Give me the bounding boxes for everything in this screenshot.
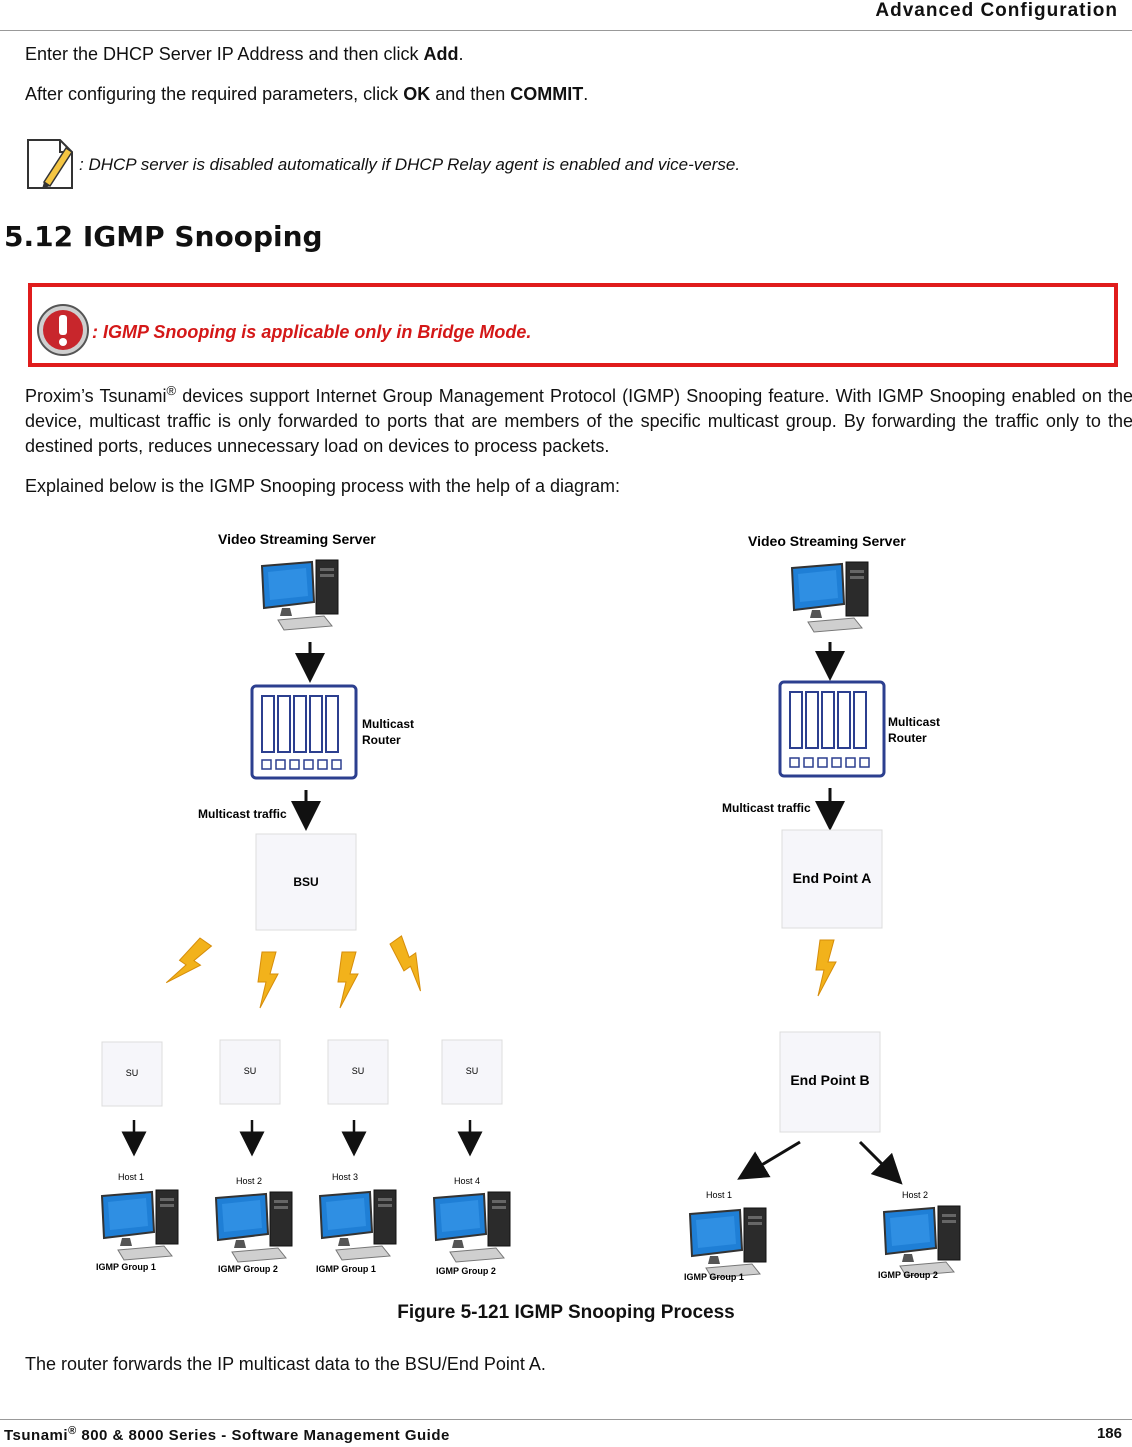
left-su-box-4: SU (441, 1039, 503, 1105)
left-su-label-2: SU (244, 1066, 257, 1076)
left-bolt-icon-4 (386, 934, 436, 993)
left-su-label-3: SU (352, 1066, 365, 1076)
left-su-box-2: SU (219, 1039, 281, 1105)
left-host-computer-icon-1 (101, 1189, 179, 1261)
p2-suffix: . (583, 84, 589, 104)
warning-text: : IGMP Snooping is applicable only in Br… (92, 322, 532, 342)
note-pencil-icon (26, 138, 76, 190)
left-server-computer-icon (261, 559, 339, 631)
footer-guide-name: 800 & 8000 Series - Software Management … (76, 1427, 450, 1444)
footer-brand: Tsunami (4, 1427, 69, 1444)
right-host-name-2: Host 2 (902, 1190, 928, 1200)
left-bsu-box (255, 833, 357, 931)
left-su-label-4: SU (466, 1066, 479, 1076)
left-server-label: Video Streaming Server (218, 531, 376, 547)
left-host-group-1: IGMP Group 1 (96, 1262, 156, 1272)
right-arrow-endpoint-host1 (737, 1140, 801, 1180)
left-host-name-1: Host 1 (118, 1172, 144, 1182)
page-number: 186 (1096, 1425, 1122, 1442)
right-arrow-endpoint-host2 (858, 1140, 903, 1185)
footer-divider (0, 1419, 1132, 1420)
footer-document-title: Tsunami® 800 & 8000 Series - Software Ma… (4, 1425, 450, 1444)
left-su-label-1: SU (126, 1068, 139, 1078)
left-host-computer-icon-3 (319, 1189, 397, 1261)
header-title: Advanced Configuration (875, 0, 1118, 21)
right-router-label-1: Multicast (888, 715, 940, 729)
left-bsu-label: BSU (293, 875, 318, 889)
paragraph-explain: Explained below is the IGMP Snooping pro… (25, 476, 621, 496)
right-bolt-icon (815, 939, 837, 997)
p1-bold: Add (423, 44, 459, 64)
figure-caption: Figure 5-121 IGMP Snooping Process (397, 1302, 735, 1323)
p1-suffix: . (458, 44, 464, 64)
exclamation-icon (36, 303, 90, 357)
footer-registered: ® (68, 1425, 77, 1437)
right-endpoint-a-box (781, 829, 883, 929)
left-router-label-2: Router (362, 733, 401, 747)
right-host-computer-icon-1 (689, 1207, 767, 1279)
right-host-group-2: IGMP Group 2 (878, 1270, 938, 1280)
note-text: : DHCP server is disabled automatically … (79, 155, 741, 174)
right-host-name-1: Host 1 (706, 1190, 732, 1200)
left-host-computer-icon-2 (215, 1191, 293, 1263)
right-endpoint-b-box (779, 1031, 881, 1133)
left-bolt-icon-2 (257, 951, 279, 1009)
para3-registered: ® (166, 383, 177, 398)
left-host-name-2: Host 2 (236, 1176, 262, 1186)
section-title: 5.12 IGMP Snooping (4, 220, 323, 253)
left-su-box-1: SU (101, 1041, 163, 1107)
right-endpoint-b-label: End Point B (790, 1072, 869, 1088)
paragraph-add-dhcp: Enter the DHCP Server IP Address and the… (25, 42, 464, 67)
right-multicast-router-icon (778, 680, 886, 778)
p2-bold-ok: OK (403, 84, 431, 104)
p2-mid: and then (430, 84, 511, 104)
left-host-group-3: IGMP Group 1 (316, 1264, 376, 1274)
warning-box (28, 283, 1118, 367)
right-host-computer-icon-2 (883, 1205, 961, 1277)
page-header (0, 0, 1132, 31)
left-su-box-3: SU (327, 1039, 389, 1105)
left-host-group-2: IGMP Group 2 (218, 1264, 278, 1274)
right-host-group-1: IGMP Group 1 (684, 1272, 744, 1282)
paragraph-router-forwards: The router forwards the IP multicast dat… (25, 1354, 546, 1374)
para3-start: Proxim’s Tsunami (25, 386, 167, 406)
right-endpoint-a-label: End Point A (793, 870, 872, 886)
left-bolt-icon-1 (164, 935, 214, 994)
p1-text: Enter the DHCP Server IP Address and the… (25, 44, 424, 64)
right-router-label-2: Router (888, 731, 927, 745)
left-host-name-4: Host 4 (454, 1176, 480, 1186)
paragraph-igmp-intro: Proxim’s Tsunami® devices support Intern… (25, 378, 1132, 459)
right-server-computer-icon (791, 561, 869, 633)
p2-text: After configuring the required parameter… (25, 84, 404, 104)
left-traffic-label: Multicast traffic (198, 807, 287, 821)
left-host-name-3: Host 3 (332, 1172, 358, 1182)
igmp-diagram: Video Streaming Server Multicast Router … (60, 520, 1070, 1290)
left-host-computer-icon-4 (433, 1191, 511, 1263)
left-host-group-4: IGMP Group 2 (436, 1266, 496, 1276)
left-bolt-icon-3 (337, 951, 359, 1009)
left-router-label-1: Multicast (362, 717, 414, 731)
right-server-label: Video Streaming Server (748, 533, 906, 549)
left-multicast-router-icon (250, 684, 358, 780)
p2-bold-commit: COMMIT (510, 84, 584, 104)
right-traffic-label: Multicast traffic (722, 801, 811, 815)
para3-rest: devices support Internet Group Managemen… (25, 386, 1132, 456)
paragraph-commit: After configuring the required parameter… (25, 82, 588, 107)
